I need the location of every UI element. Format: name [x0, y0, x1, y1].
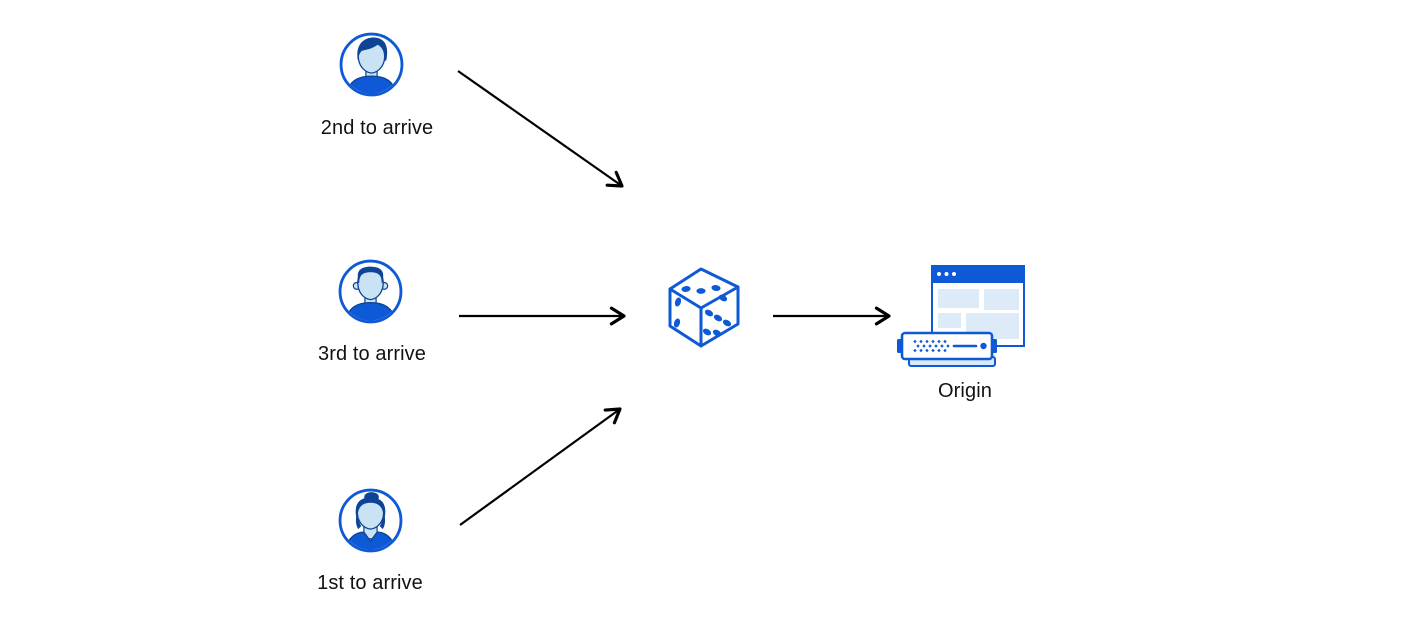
arrow-second-to-dice	[457, 70, 624, 188]
node-label-third: 3rd to arrive	[317, 343, 426, 365]
node-first-to-arrive	[338, 488, 403, 553]
female-avatar-bun-icon	[338, 488, 403, 553]
node-label-first: 1st to arrive	[317, 572, 423, 594]
node-label-origin: Origin	[938, 380, 992, 402]
male-avatar-swept-hair-icon	[339, 32, 404, 97]
node-label-second: 2nd to arrive	[320, 117, 434, 139]
node-origin	[893, 256, 1028, 370]
dice-icon	[668, 267, 740, 348]
node-second-to-arrive	[339, 32, 404, 97]
arrow-first-to-dice	[459, 407, 622, 526]
node-random-dice	[666, 266, 742, 349]
male-avatar-short-hair-icon	[338, 259, 403, 324]
node-third-to-arrive	[338, 259, 403, 324]
origin-server-browser-icon	[897, 265, 1025, 367]
